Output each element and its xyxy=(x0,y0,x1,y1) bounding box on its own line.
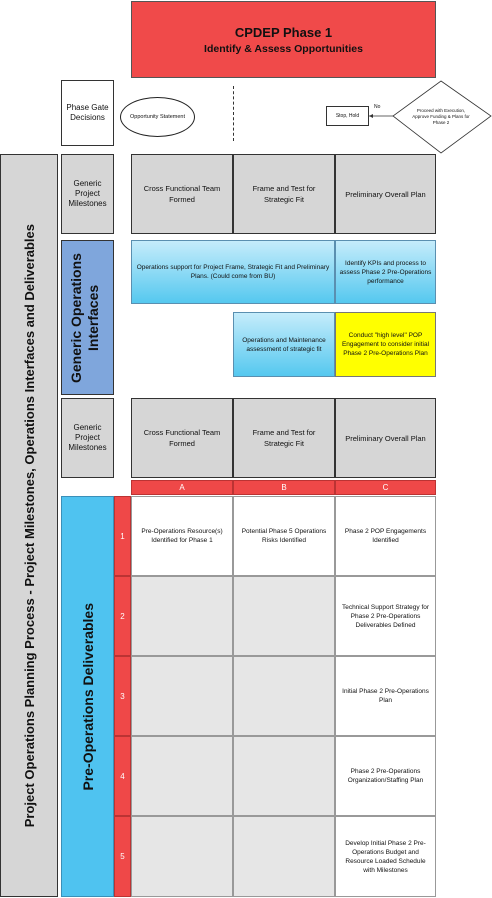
outer-title: Project Operations Planning Process - Pr… xyxy=(21,223,37,828)
ops-support-interface: Operations support for Project Frame, St… xyxy=(131,240,335,304)
interfaces-title: Generic Operations Interfaces xyxy=(67,252,101,383)
row-number-3: 3 xyxy=(114,656,131,736)
deliverable-5c: Develop Initial Phase 2 Pre-Operations B… xyxy=(335,816,436,897)
milestone-top-b: Frame and Test for Strategic Fit xyxy=(233,154,335,234)
milestones-bottom-label: Generic Project Milestones xyxy=(61,398,114,478)
ops-maintenance-interface: Operations and Maintenance assessment of… xyxy=(233,312,335,377)
deliverable-1c: Phase 2 POP Engagements Identified xyxy=(335,496,436,576)
deliverable-3b xyxy=(233,656,335,736)
row-number-1: 1 xyxy=(114,496,131,576)
identify-kpis-interface: Identify KPIs and process to assess Phas… xyxy=(335,240,436,304)
phase-subtitle: Identify & Assess Opportunities xyxy=(204,42,363,55)
deliverables-band: Pre-Operations Deliverables xyxy=(61,496,114,897)
deliverable-2b xyxy=(233,576,335,656)
deliverable-3c: Initial Phase 2 Pre-Operations Plan xyxy=(335,656,436,736)
gate-divider xyxy=(233,86,234,141)
milestone-top-a: Cross Functional Team Formed xyxy=(131,154,233,234)
row-number-4: 4 xyxy=(114,736,131,816)
phase-title-box: CPDEP Phase 1 Identify & Assess Opportun… xyxy=(131,1,436,78)
phase-gate-label: Phase Gate Decisions xyxy=(61,80,114,146)
proceed-decision-diamond: Proceed with Execution, Approve Funding … xyxy=(412,108,470,125)
milestone-top-c: Preliminary Overall Plan xyxy=(335,154,436,234)
milestone-bottom-b: Frame and Test for Strategic Fit xyxy=(233,398,335,478)
deliverable-1b: Potential Phase 5 Operations Risks Ident… xyxy=(233,496,335,576)
outer-title-band: Project Operations Planning Process - Pr… xyxy=(0,154,58,897)
row-number-2: 2 xyxy=(114,576,131,656)
deliverable-1a: Pre-Operations Resource(s) Identified fo… xyxy=(131,496,233,576)
deliverable-2a xyxy=(131,576,233,656)
stop-hold-box: Stop, Hold xyxy=(326,106,369,126)
deliverables-title: Pre-Operations Deliverables xyxy=(79,602,96,791)
deliverable-5b xyxy=(233,816,335,897)
row-number-5: 5 xyxy=(114,816,131,897)
milestone-bottom-a: Cross Functional Team Formed xyxy=(131,398,233,478)
column-header-c: C xyxy=(335,480,436,495)
milestones-top-label: Generic Project Milestones xyxy=(61,154,114,234)
opportunity-statement-oval: Opportunity Statement xyxy=(120,97,195,137)
deliverable-4a xyxy=(131,736,233,816)
deliverable-2c: Technical Support Strategy for Phase 2 P… xyxy=(335,576,436,656)
deliverable-4c: Phase 2 Pre-Operations Organization/Staf… xyxy=(335,736,436,816)
no-label: No xyxy=(374,104,381,110)
deliverable-4b xyxy=(233,736,335,816)
column-header-a: A xyxy=(131,480,233,495)
phase-title: CPDEP Phase 1 xyxy=(234,24,333,40)
milestone-bottom-c: Preliminary Overall Plan xyxy=(335,398,436,478)
column-header-b: B xyxy=(233,480,335,495)
deliverable-3a xyxy=(131,656,233,736)
deliverable-5a xyxy=(131,816,233,897)
conduct-pop-interface: Conduct "high level" POP Engagement to c… xyxy=(335,312,436,377)
interfaces-band: Generic Operations Interfaces xyxy=(61,240,114,395)
